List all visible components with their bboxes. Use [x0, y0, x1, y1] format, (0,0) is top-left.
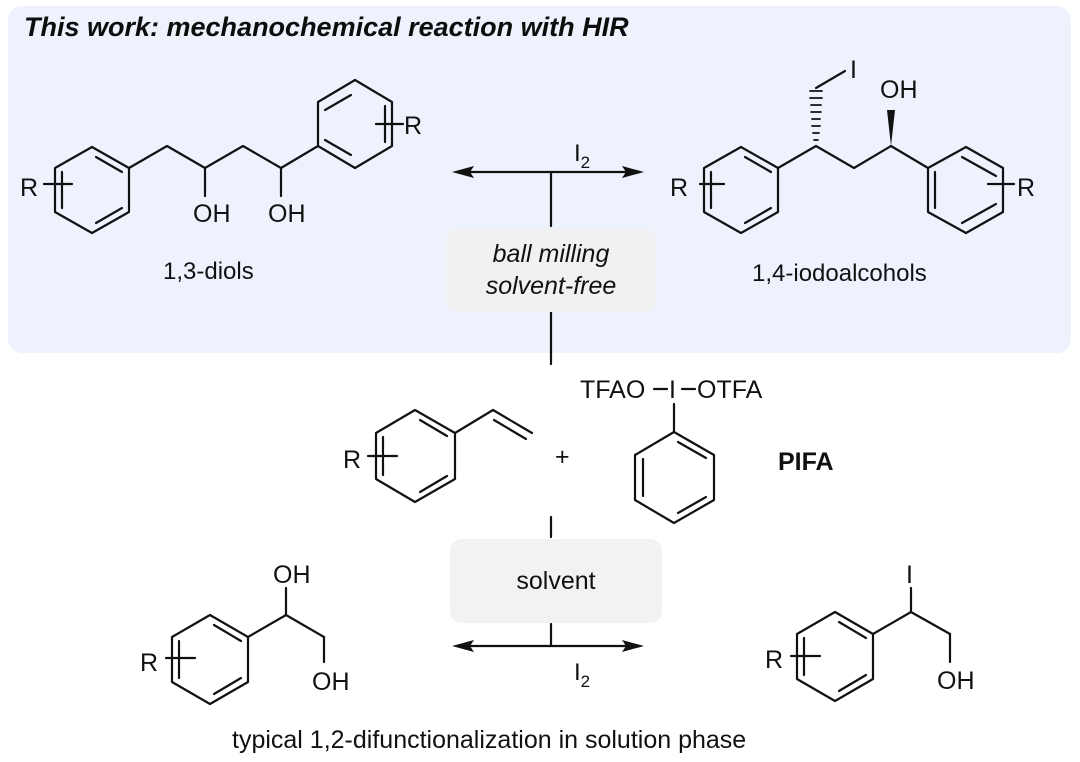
diol-oh-2: OH — [268, 200, 306, 228]
benzene-ring — [316, 78, 394, 170]
condition-solvent: solvent — [516, 567, 596, 595]
diol-oh-1: OH — [193, 200, 231, 228]
diol12-oh-1: OH — [273, 561, 311, 589]
pifa-tfao: TFAO — [580, 376, 645, 404]
bottom-reagent-i2: I2 — [574, 659, 590, 691]
diol-13-structure — [42, 78, 405, 235]
styrene-r: R — [343, 446, 361, 474]
benzene-ring — [702, 145, 780, 235]
arrowhead-right-icon — [622, 166, 644, 178]
diol-r-right: R — [404, 112, 422, 140]
iodoalcohol-14-structure — [698, 69, 1016, 235]
top-conditions-box: ball milling solvent-free — [446, 228, 656, 312]
top-reagent-i2: I2 — [574, 140, 590, 172]
arrowhead-right-icon — [622, 640, 644, 652]
plus-sign: + — [555, 443, 570, 471]
arrowhead-left-icon — [452, 640, 474, 652]
iodoalcohol-14-label: 1,4-iodoalcohols — [752, 260, 927, 287]
iodoalcohol12-iodo: I — [906, 561, 913, 589]
iodoalcohol-12-structure — [789, 586, 952, 703]
top-bidirectional-arrow — [452, 166, 644, 366]
condition-ball-milling: ball milling — [492, 240, 610, 268]
benzene-ring — [53, 145, 131, 235]
benzene-ring — [633, 430, 716, 525]
diol12-r: R — [140, 649, 158, 677]
bottom-bidirectional-arrow — [452, 515, 644, 652]
benzene-ring — [170, 613, 250, 706]
bottom-caption: typical 1,2-difunctionalization in solut… — [232, 726, 747, 754]
figure-title: This work: mechanochemical reaction with… — [24, 12, 629, 42]
styrene-structure — [366, 408, 534, 504]
diol-12-structure — [164, 586, 326, 706]
pifa-iodine: I — [669, 376, 676, 404]
iodoalcohol-r-right: R — [1017, 174, 1035, 202]
bold-wedge — [887, 110, 895, 146]
iodoalcohol12-r: R — [765, 646, 783, 674]
iodoalcohol-oh: OH — [880, 76, 918, 104]
iodoalcohol-iodo: I — [850, 56, 857, 84]
diol-13-label: 1,3-diols — [163, 258, 254, 285]
iodoalcohol-r-left: R — [670, 174, 688, 202]
diol-r-left: R — [20, 174, 38, 202]
diol12-oh-2: OH — [312, 668, 350, 696]
benzene-ring — [926, 145, 1005, 235]
pifa-label: PIFA — [778, 448, 834, 476]
arrowhead-left-icon — [452, 166, 474, 178]
pifa-otfa: OTFA — [697, 376, 763, 404]
condition-solvent-free: solvent-free — [485, 272, 617, 300]
hashed-wedge — [809, 90, 823, 141]
iodoalcohol12-oh: OH — [937, 667, 975, 695]
bottom-conditions-box: solvent — [450, 539, 662, 623]
pifa-structure — [633, 387, 716, 525]
